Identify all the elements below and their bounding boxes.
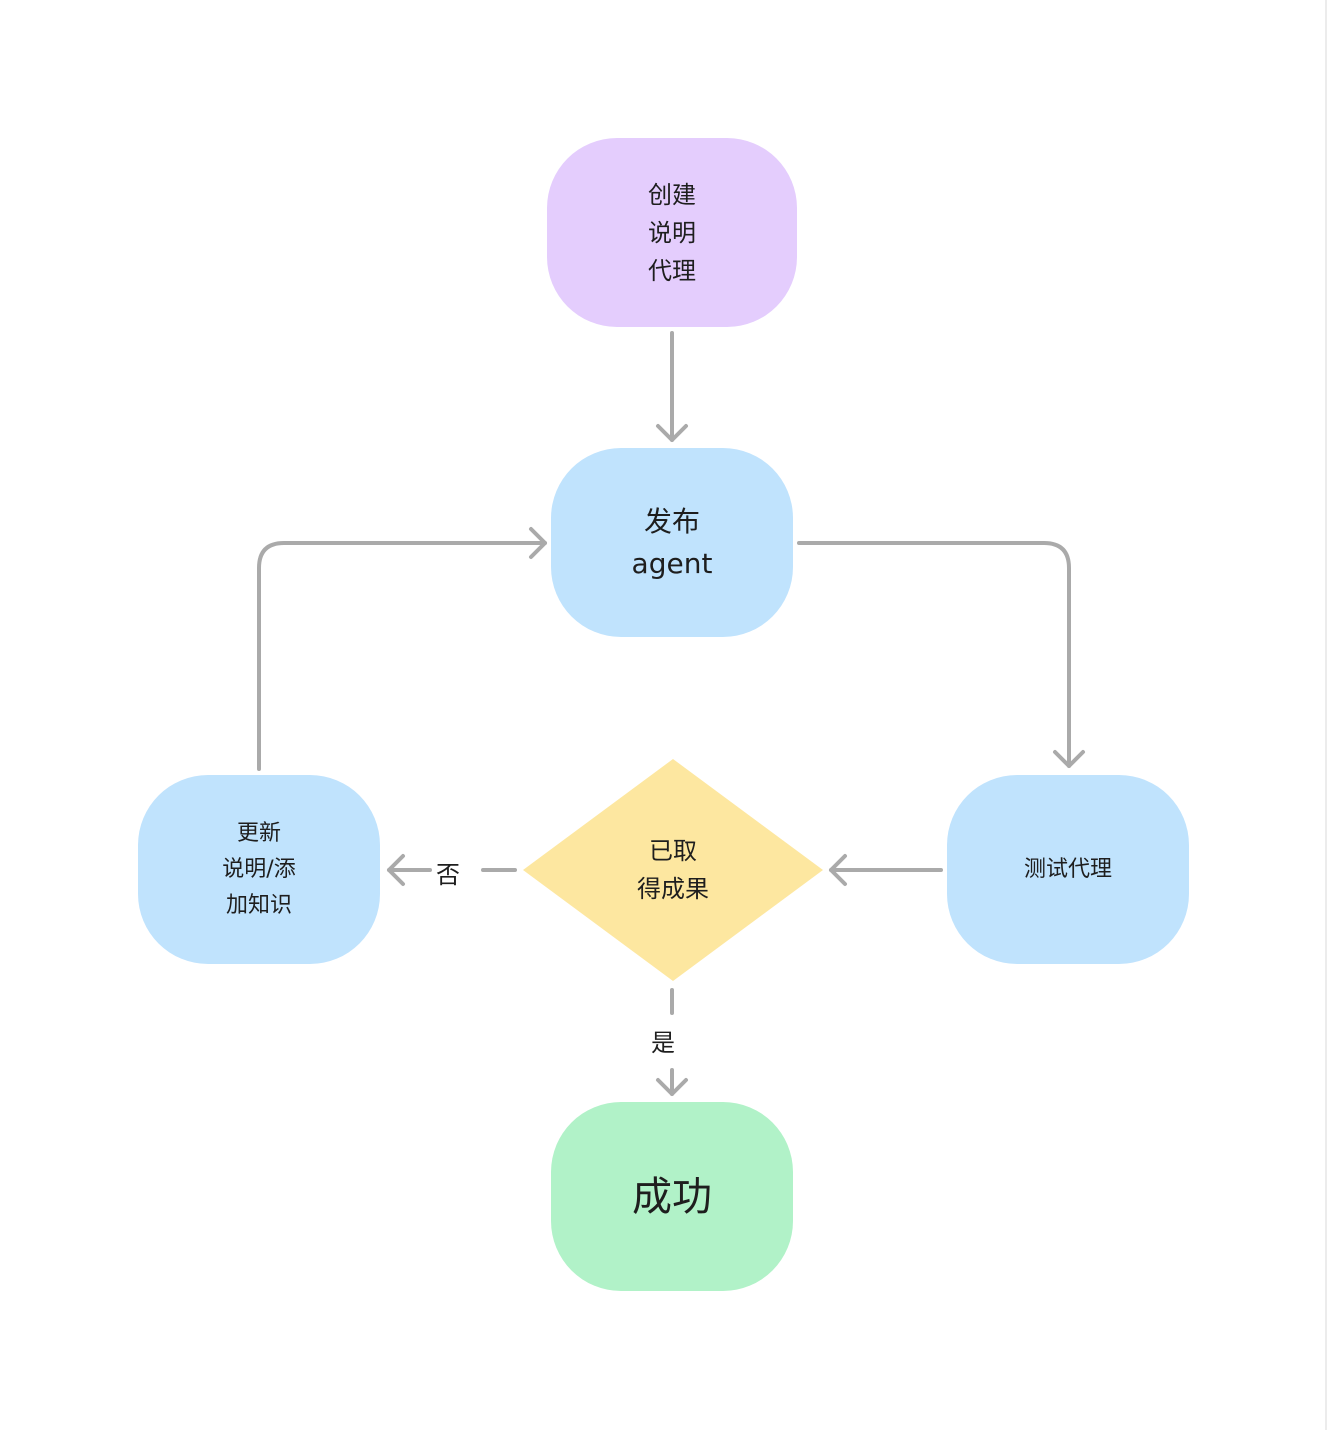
node-create-text-line: 代理 (648, 256, 696, 285)
node-create-text-line: 说明 (648, 218, 696, 247)
node-update-text-line: 说明/添 (222, 856, 296, 882)
node-test-text-line: 测试代理 (1023, 856, 1112, 882)
node-publish-agent[interactable]: 发布 agent (551, 448, 793, 637)
node-success[interactable]: 成功 (551, 1102, 793, 1291)
edge-label-yes: 是 (647, 1028, 679, 1058)
edge-update-to-publish (257, 541, 547, 771)
edge-label-no: 否 (432, 860, 464, 890)
arrowhead-create-to-publish (656, 424, 688, 442)
page-right-border (1325, 0, 1327, 1430)
node-decision-achieved-results[interactable]: 已取得成果 (523, 759, 823, 981)
decision-diamond[interactable] (523, 759, 823, 981)
node-update-instructions-add-knowledge[interactable]: 更新说明/添加知识 (138, 775, 380, 964)
node-create-instructions-agent[interactable]: 创建说明代理 (547, 138, 797, 327)
node-publish-text-line: 发布 (643, 504, 700, 538)
arrowhead-decision-to-success (656, 1078, 688, 1096)
arrowhead-update-to-publish (529, 527, 547, 559)
arrowhead-test-to-decision (829, 854, 847, 886)
edge-publish-to-test (797, 541, 1071, 768)
node-decision-text-line: 得成果 (637, 875, 709, 903)
arrowhead-publish-to-test (1053, 750, 1085, 768)
node-test-agent[interactable]: 测试代理 (947, 775, 1189, 964)
node-success-text-line: 成功 (632, 1173, 712, 1220)
node-update-text-line: 更新 (236, 820, 281, 846)
node-update-text-line: 加知识 (225, 892, 292, 918)
node-decision-text-line: 已取 (649, 837, 697, 865)
arrowhead-decision-to-update (387, 854, 405, 886)
node-publish-text-line: agent (631, 546, 713, 580)
node-create-text-line: 创建 (648, 180, 696, 209)
